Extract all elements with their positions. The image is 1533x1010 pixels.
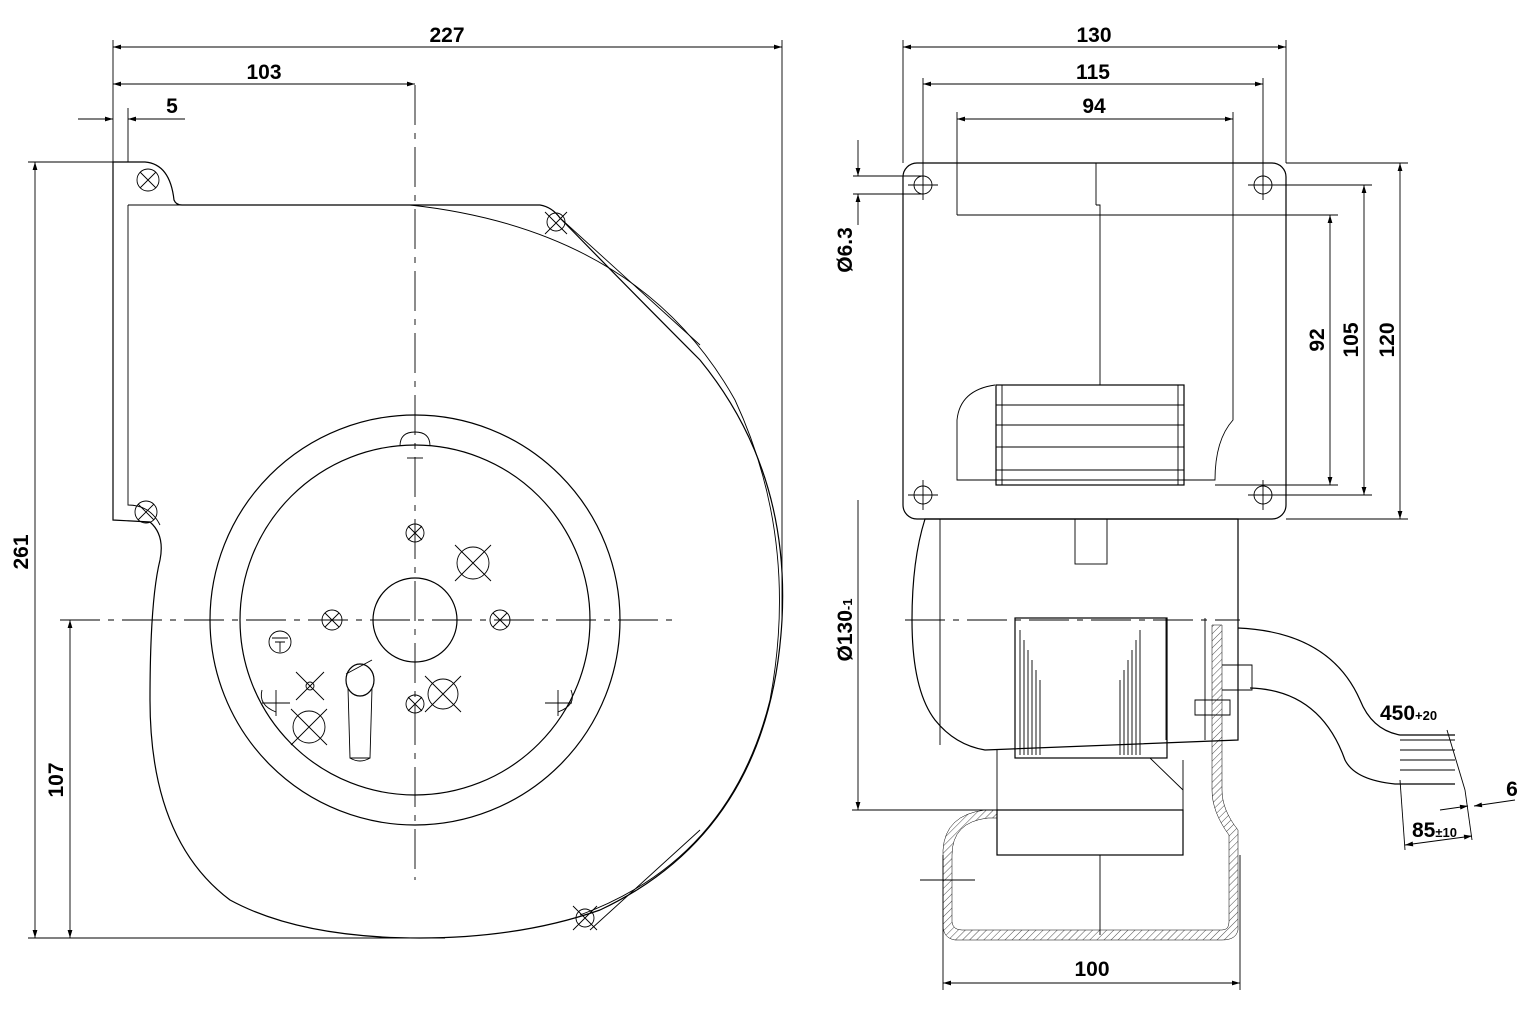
motor-body	[911, 518, 1239, 751]
dim-130: 130	[902, 24, 1287, 163]
dim-label-105: 105	[1340, 322, 1363, 357]
dim-label-motor: Ø130-1	[834, 599, 857, 662]
dim-227: 227	[112, 24, 783, 620]
dim-label-92: 92	[1306, 328, 1329, 351]
dim-motor-130: Ø130-1	[834, 500, 997, 811]
plate-screw-top	[405, 523, 425, 543]
dim-94: 94	[956, 95, 1234, 215]
mounting-hole-top-right	[544, 211, 568, 235]
impeller-side	[1014, 617, 1168, 759]
dim-label-5: 5	[166, 95, 178, 118]
dim-115: 115	[922, 61, 1264, 180]
dim-label-261: 261	[10, 534, 33, 569]
side-hole-bottom-left	[908, 480, 938, 510]
dim-label-107: 107	[45, 762, 68, 797]
dim-103: 103	[113, 61, 415, 87]
scroll-tangent-line	[559, 217, 701, 346]
plate-lug-right	[545, 689, 573, 716]
impeller-block	[995, 384, 1185, 486]
plate-screw-left	[321, 609, 343, 631]
mounting-hole-top-left	[136, 168, 160, 192]
shaft	[1074, 518, 1108, 565]
wire-ends	[1400, 729, 1466, 791]
dim-label-227: 227	[429, 24, 464, 47]
housing-outline	[112, 161, 784, 939]
dim-450: 450+20	[1380, 702, 1437, 725]
plate-lug-left	[260, 689, 290, 716]
dim-261: 261	[10, 161, 445, 939]
dim-107: 107	[45, 620, 73, 938]
dim-120: 120	[1286, 162, 1408, 520]
side-centerline-step	[1096, 204, 1101, 385]
dim-hole-6-3: Ø6.3	[834, 140, 923, 273]
outlet-ring	[996, 809, 1184, 856]
housing-lower-section	[942, 624, 1239, 941]
ground-symbol-icon	[268, 630, 292, 654]
dim-label-120: 120	[1376, 322, 1399, 357]
dim-85: 85±10	[1399, 779, 1473, 851]
volute-curve	[409, 204, 780, 916]
dim-label-130: 130	[1076, 24, 1111, 47]
capacitor-hole-lower	[424, 675, 462, 713]
dim-label-450: 450+20	[1380, 702, 1437, 725]
plate-screw-right	[489, 609, 511, 631]
dim-label-85: 85±10	[1412, 819, 1457, 842]
flange-inner-line	[127, 205, 161, 526]
side-flange-plate	[902, 162, 1287, 520]
cable	[1237, 627, 1455, 736]
side-view: 130 115 94 Ø6.3 92	[834, 24, 1518, 990]
dim-label-115: 115	[1076, 61, 1110, 84]
plate-screw-bottom	[405, 694, 425, 714]
plate-hole-lower-left	[290, 708, 328, 746]
dim-100: 100	[942, 855, 1241, 990]
cable-gland	[345, 659, 375, 762]
bottom-tangent-line	[589, 829, 701, 931]
dim-105: 105	[1263, 184, 1372, 496]
dim-6: 6	[1439, 778, 1518, 811]
mounting-hole-bottom-right	[572, 905, 598, 931]
side-outlet-opening	[956, 214, 1234, 481]
front-view: 227 103 5 261 107	[10, 24, 784, 939]
dim-label-6: 6	[1506, 778, 1518, 801]
dim-label-103: 103	[246, 61, 281, 84]
dim-label-hole: Ø6.3	[834, 227, 857, 273]
dim-label-100: 100	[1074, 958, 1109, 981]
impeller-blade-lines	[1019, 630, 1141, 755]
dim-92: 92	[1215, 214, 1338, 486]
capacitor-hole-upper	[454, 544, 492, 582]
dim-label-94: 94	[1082, 95, 1106, 118]
mounting-hole-bottom-left	[134, 500, 158, 524]
dim-5: 5	[78, 95, 185, 162]
small-screw-left	[295, 671, 325, 701]
